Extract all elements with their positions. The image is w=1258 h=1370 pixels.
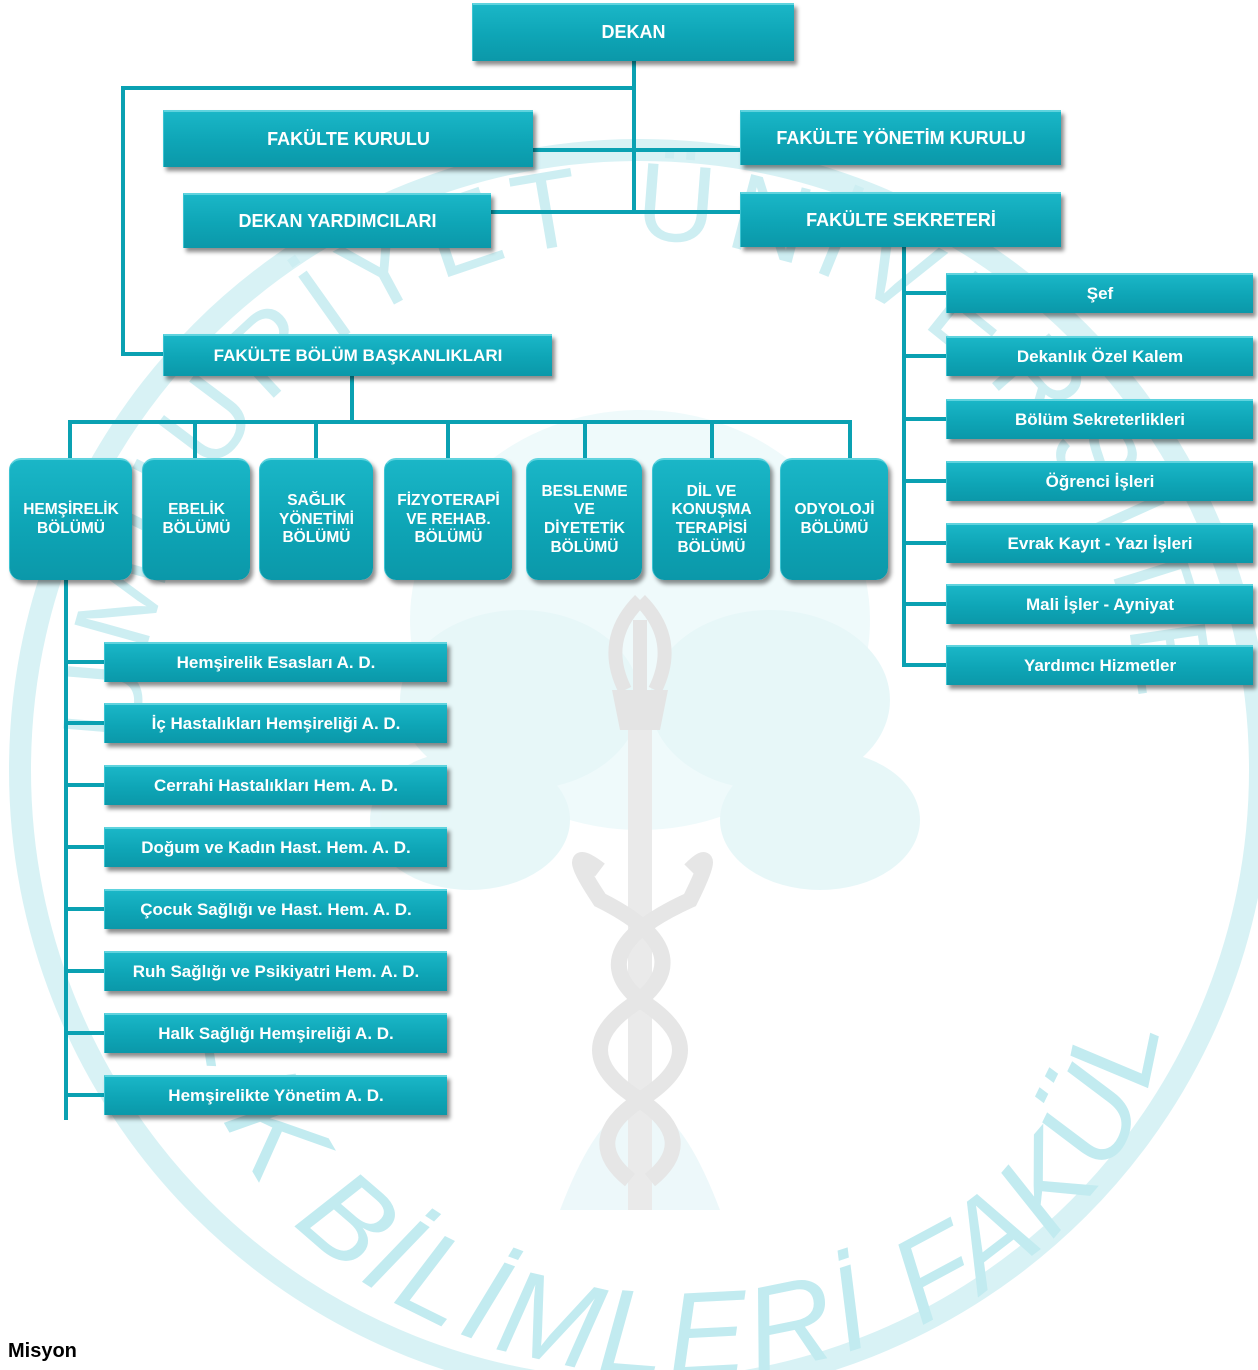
box-fakulte-sekreteri: FAKÜLTE SEKRETERİ <box>740 192 1061 247</box>
nursing-unit: Doğum ve Kadın Hast. Hem. A. D. <box>104 827 447 867</box>
dept-beslenme-diyetetik: BESLENME VE DİYETETİK BÖLÜMÜ <box>526 458 642 580</box>
nursing-unit: İç Hastalıkları Hemşireliği A. D. <box>104 703 447 743</box>
mission-heading: Misyon <box>8 1340 77 1362</box>
secretariat-unit: Evrak Kayıt - Yazı İşleri <box>946 523 1253 563</box>
dept-dil-konusma: DİL VE KONUŞMA TERAPİSİ BÖLÜMÜ <box>652 458 770 580</box>
dept-saglik-yonetimi: SAĞLIK YÖNETİMİ BÖLÜMÜ <box>259 458 373 580</box>
secretariat-unit: Bölüm Sekreterlikleri <box>946 399 1253 439</box>
secretariat-unit: Öğrenci İşleri <box>946 461 1253 501</box>
secretariat-unit: Mali İşler - Ayniyat <box>946 584 1253 624</box>
nursing-unit: Ruh Sağlığı ve Psikiyatri Hem. A. D. <box>104 951 447 991</box>
nursing-unit: Cerrahi Hastalıkları Hem. A. D. <box>104 765 447 805</box>
nursing-unit: Halk Sağlığı Hemşireliği A. D. <box>104 1013 447 1053</box>
dept-odyoloji: ODYOLOJİ BÖLÜMÜ <box>780 458 888 580</box>
dept-ebelik: EBELİK BÖLÜMÜ <box>142 458 250 580</box>
box-fakulte-kurulu: FAKÜLTE KURULU <box>163 110 533 167</box>
dept-hemsirelik: HEMŞİRELİK BÖLÜMÜ <box>9 458 132 580</box>
box-fakulte-yonetim-kurulu: FAKÜLTE YÖNETİM KURULU <box>740 110 1061 165</box>
nursing-unit: Hemşirelikte Yönetim A. D. <box>104 1075 447 1115</box>
secretariat-unit: Yardımcı Hizmetler <box>946 645 1253 685</box>
dept-fizyoterapi: FİZYOTERAPİ VE REHAB. BÖLÜMÜ <box>384 458 512 580</box>
box-bolum-baskanliklari: FAKÜLTE BÖLÜM BAŞKANLIKLARI <box>163 334 552 376</box>
nursing-unit: Hemşirelik Esasları A. D. <box>104 642 447 682</box>
secretariat-unit: Şef <box>946 273 1253 313</box>
nursing-unit: Çocuk Sağlığı ve Hast. Hem. A. D. <box>104 889 447 929</box>
box-dekan-yardimcilari: DEKAN YARDIMCILARI <box>183 193 491 248</box>
secretariat-unit: Dekanlık Özel Kalem <box>946 336 1253 376</box>
box-dekan: DEKAN <box>472 3 794 61</box>
